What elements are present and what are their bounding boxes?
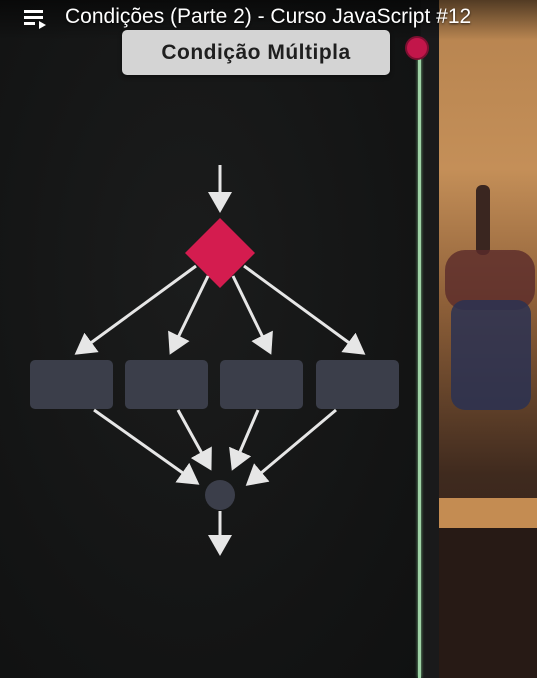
merge-arrow-2 bbox=[176, 409, 212, 471]
decision-diamond bbox=[185, 218, 255, 288]
case-box-3 bbox=[220, 360, 303, 409]
merge-node bbox=[205, 480, 235, 510]
merge-arrow-1 bbox=[93, 408, 200, 485]
case-box-1 bbox=[30, 360, 113, 409]
case-box-2 bbox=[125, 360, 208, 409]
case-box-4 bbox=[316, 360, 399, 409]
video-title[interactable]: Condições (Parte 2) - Curso JavaScript #… bbox=[65, 5, 472, 28]
flowchart-diagram bbox=[30, 165, 399, 556]
merge-arrow-4 bbox=[245, 408, 337, 486]
divider-line bbox=[418, 52, 421, 678]
camera-background bbox=[421, 0, 537, 678]
playlist-icon[interactable] bbox=[24, 8, 50, 30]
branch-arrow-4 bbox=[243, 264, 366, 355]
slide-title-box: Condição Múltipla bbox=[122, 30, 390, 75]
slide-title: Condição Múltipla bbox=[161, 40, 351, 64]
record-dot-icon bbox=[405, 36, 429, 60]
merge-arrow-3 bbox=[229, 409, 260, 471]
branch-arrow-2 bbox=[168, 275, 210, 355]
branch-arrow-1 bbox=[74, 264, 197, 355]
branch-arrow-3 bbox=[231, 275, 273, 355]
